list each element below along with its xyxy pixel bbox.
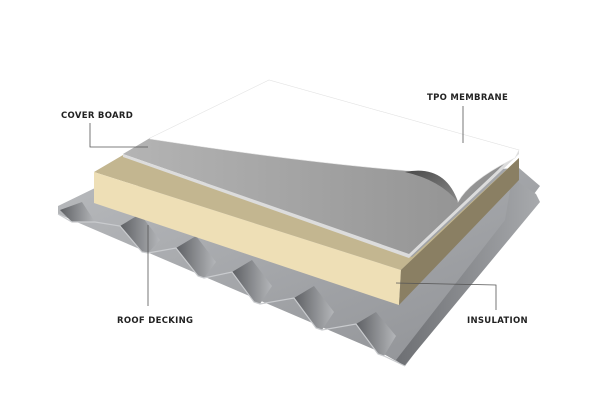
decking-front-edge [57,213,406,367]
insulation-front [94,172,401,305]
insulation-leader [395,282,497,310]
decking-rib [356,312,396,356]
cover-board-leader [89,123,148,148]
decking-rib [176,236,216,278]
decking-rib [120,214,160,253]
cover-board-label: COVER BOARD [61,111,134,121]
insulation-label: INSULATION [467,316,528,326]
decking-right-flange [396,178,540,366]
roof-decking-label: ROOF DECKING [117,316,194,326]
insulation-side [399,158,519,305]
decking-rib [60,202,95,222]
tpo-membrane-label: TPO MEMBRANE [427,93,509,103]
decking-rib [232,260,272,304]
decking-rib [294,286,334,330]
tpo-membrane [149,79,520,203]
membrane-curl [405,170,458,202]
